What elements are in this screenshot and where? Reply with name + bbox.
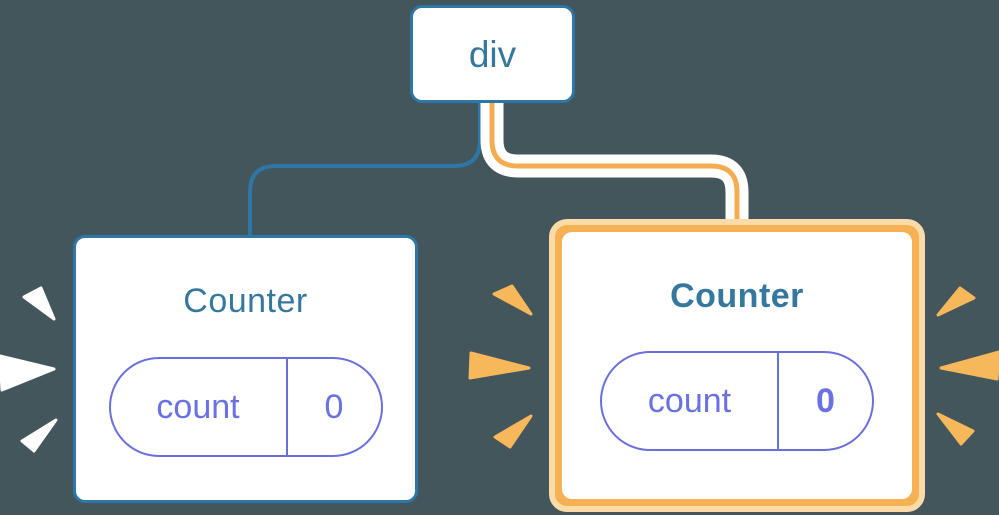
state-pill: count 0 — [600, 351, 874, 451]
state-value-label: 0 — [816, 382, 835, 420]
edge-root-to-counter-2-core — [489, 101, 740, 226]
state-key-cell: count — [111, 359, 286, 455]
state-key-label: count — [647, 382, 732, 420]
tree-node-root: div — [410, 5, 575, 103]
state-value-cell: 0 — [777, 353, 872, 449]
render-burst-icon — [0, 286, 58, 453]
state-value-label: 0 — [324, 388, 344, 426]
counter-title: Counter — [670, 277, 804, 315]
counter-title: Counter — [183, 282, 308, 320]
state-pill: count 0 — [108, 357, 383, 457]
edge-root-to-counter-1 — [248, 103, 482, 240]
counter-card-1: Counter count 0 — [73, 235, 418, 503]
state-key-cell: count — [602, 353, 777, 449]
state-key-label: count — [156, 388, 240, 426]
render-burst-icon — [468, 284, 533, 449]
counter-card-2-highlight-border: Counter count 0 — [549, 219, 925, 512]
counter-card-2: Counter count 0 — [562, 232, 912, 499]
render-burst-icon — [936, 286, 999, 446]
root-node-label: div — [468, 33, 517, 75]
state-value-cell: 0 — [285, 359, 381, 455]
